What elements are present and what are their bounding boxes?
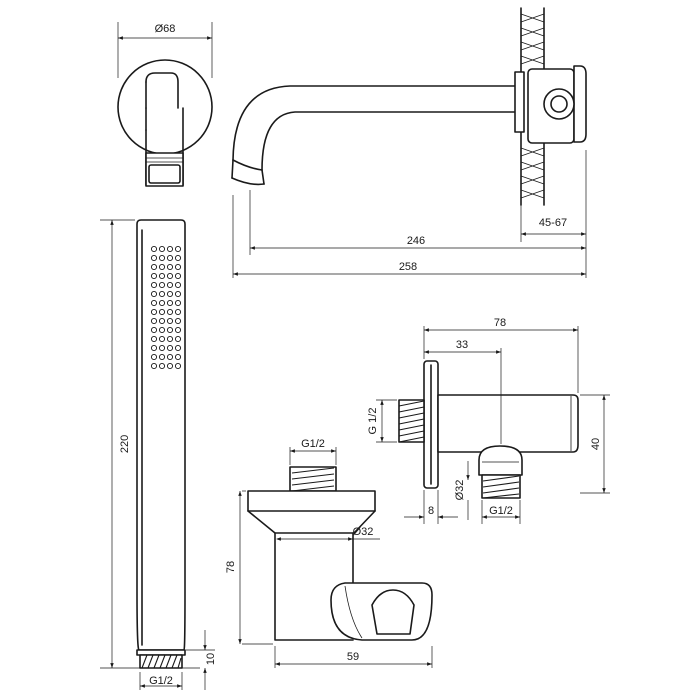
spray-nozzle <box>166 254 174 262</box>
spray-nozzle <box>174 245 182 253</box>
spray-nozzle <box>166 353 174 361</box>
spray-nozzle <box>150 326 158 334</box>
flange-diameter-label: Ø68 <box>155 23 176 35</box>
spray-nozzle <box>150 362 158 370</box>
spray-nozzle <box>174 263 182 271</box>
spray-nozzle <box>150 317 158 325</box>
holder-body-diameter-label: Ø32 <box>353 526 374 538</box>
spray-nozzle <box>174 308 182 316</box>
spray-nozzle <box>174 362 182 370</box>
elbow-width-label: 78 <box>494 317 506 329</box>
spray-nozzle <box>158 290 166 298</box>
spray-nozzle <box>158 326 166 334</box>
spray-nozzle <box>150 281 158 289</box>
handshower-thread <box>139 654 183 669</box>
spray-nozzle <box>174 290 182 298</box>
spray-nozzle <box>174 335 182 343</box>
handshower-length-label: 220 <box>119 435 131 453</box>
spray-nozzle <box>166 290 174 298</box>
wall-elbow <box>376 326 610 524</box>
holder-height-label: 78 <box>225 561 237 573</box>
spray-nozzle <box>166 308 174 316</box>
handshower-thread-height-label: 10 <box>205 653 217 665</box>
wall-range-label: 45-67 <box>539 217 567 229</box>
wall-holder <box>238 447 433 668</box>
spray-nozzle <box>158 344 166 352</box>
spray-nozzle <box>166 299 174 307</box>
spout-side-view <box>231 7 587 278</box>
spray-nozzle <box>174 353 182 361</box>
spray-nozzle <box>158 362 166 370</box>
spray-nozzle <box>166 326 174 334</box>
spray-nozzle <box>174 254 182 262</box>
spray-nozzle <box>158 245 166 253</box>
spray-nozzle <box>166 281 174 289</box>
elbow-plate-thickness-label: 8 <box>428 505 434 517</box>
elbow-inlet-thread <box>398 399 425 443</box>
elbow-height-label: 40 <box>590 438 602 450</box>
elbow-outlet-thread <box>481 474 521 499</box>
spray-nozzle <box>150 254 158 262</box>
spray-nozzle <box>150 272 158 280</box>
spray-nozzle <box>174 344 182 352</box>
spray-nozzle <box>158 335 166 343</box>
spray-nozzle <box>150 263 158 271</box>
spray-nozzle <box>150 335 158 343</box>
elbow-inlet-thread-label: G 1/2 <box>367 408 379 435</box>
elbow-outlet-diameter-label: Ø32 <box>454 480 466 501</box>
spray-nozzle <box>166 245 174 253</box>
spray-nozzle <box>158 263 166 271</box>
spray-nozzle <box>166 272 174 280</box>
spray-nozzles <box>150 245 182 370</box>
spray-nozzle <box>158 317 166 325</box>
spout-depth-246-label: 246 <box>407 235 425 247</box>
holder-width-label: 59 <box>347 651 359 663</box>
hand-shower <box>100 219 215 690</box>
spout-depth-258-label: 258 <box>399 261 417 273</box>
spout-front-view <box>117 22 213 187</box>
spray-nozzle <box>158 254 166 262</box>
spray-nozzle <box>166 362 174 370</box>
spray-nozzle <box>150 299 158 307</box>
spray-nozzle <box>174 272 182 280</box>
spray-nozzle <box>150 308 158 316</box>
spray-nozzle <box>158 272 166 280</box>
handshower-thread-label: G1/2 <box>149 675 173 687</box>
spray-nozzle <box>150 245 158 253</box>
spray-nozzle <box>166 317 174 325</box>
spray-nozzle <box>150 290 158 298</box>
elbow-outlet-offset-label: 33 <box>456 339 468 351</box>
spray-nozzle <box>166 344 174 352</box>
spray-nozzle <box>166 263 174 271</box>
spray-nozzle <box>150 353 158 361</box>
holder-thread-label: G1/2 <box>301 438 325 450</box>
spray-nozzle <box>158 308 166 316</box>
spray-nozzle <box>174 317 182 325</box>
spray-nozzle <box>174 281 182 289</box>
spray-nozzle <box>150 344 158 352</box>
elbow-outlet-thread-label: G1/2 <box>489 505 513 517</box>
holder-thread <box>289 466 337 492</box>
spray-nozzle <box>174 299 182 307</box>
spray-nozzle <box>158 353 166 361</box>
spray-nozzle <box>174 326 182 334</box>
spray-nozzle <box>158 281 166 289</box>
spray-nozzle <box>166 335 174 343</box>
spray-nozzle <box>158 299 166 307</box>
